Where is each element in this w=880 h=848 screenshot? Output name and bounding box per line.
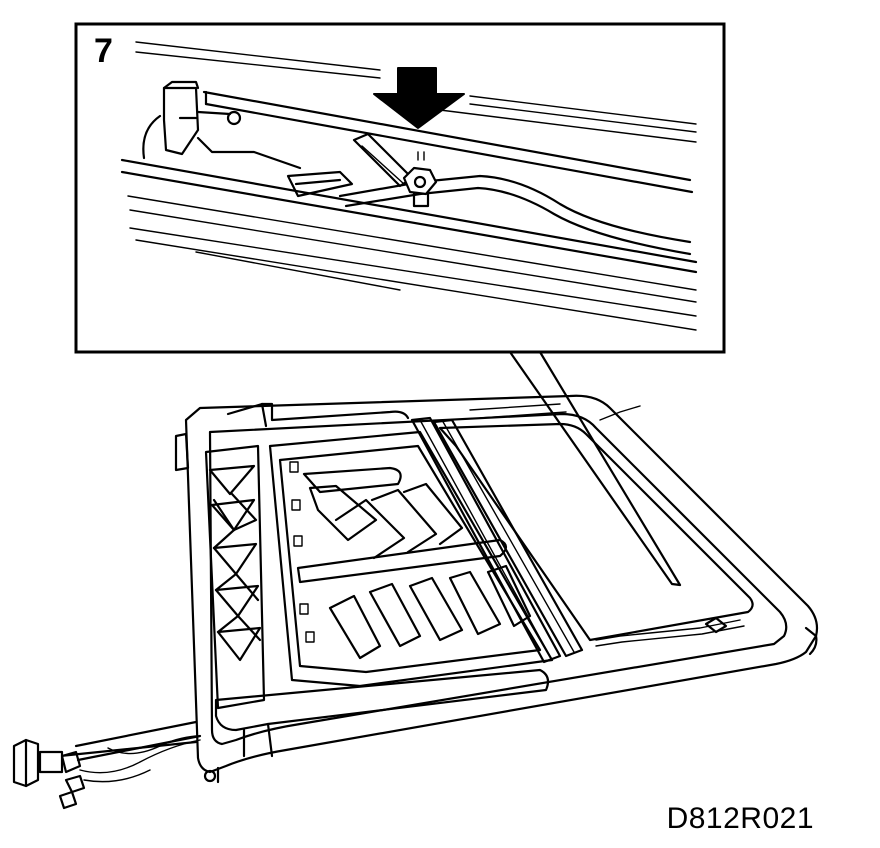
step-number-label: 7 (94, 32, 113, 70)
detail-inset (74, 22, 726, 354)
detail-leader-line (508, 350, 682, 587)
drive-cable-assembly (12, 720, 202, 810)
cable-clip (402, 151, 438, 208)
lattice-structure (204, 444, 266, 710)
guide-rails (410, 416, 584, 664)
slats-panel (268, 430, 554, 688)
sunroof-frame-assembly (174, 394, 819, 784)
down-arrow-icon (373, 67, 465, 129)
drawing-code-label: D812R021 (666, 802, 814, 835)
